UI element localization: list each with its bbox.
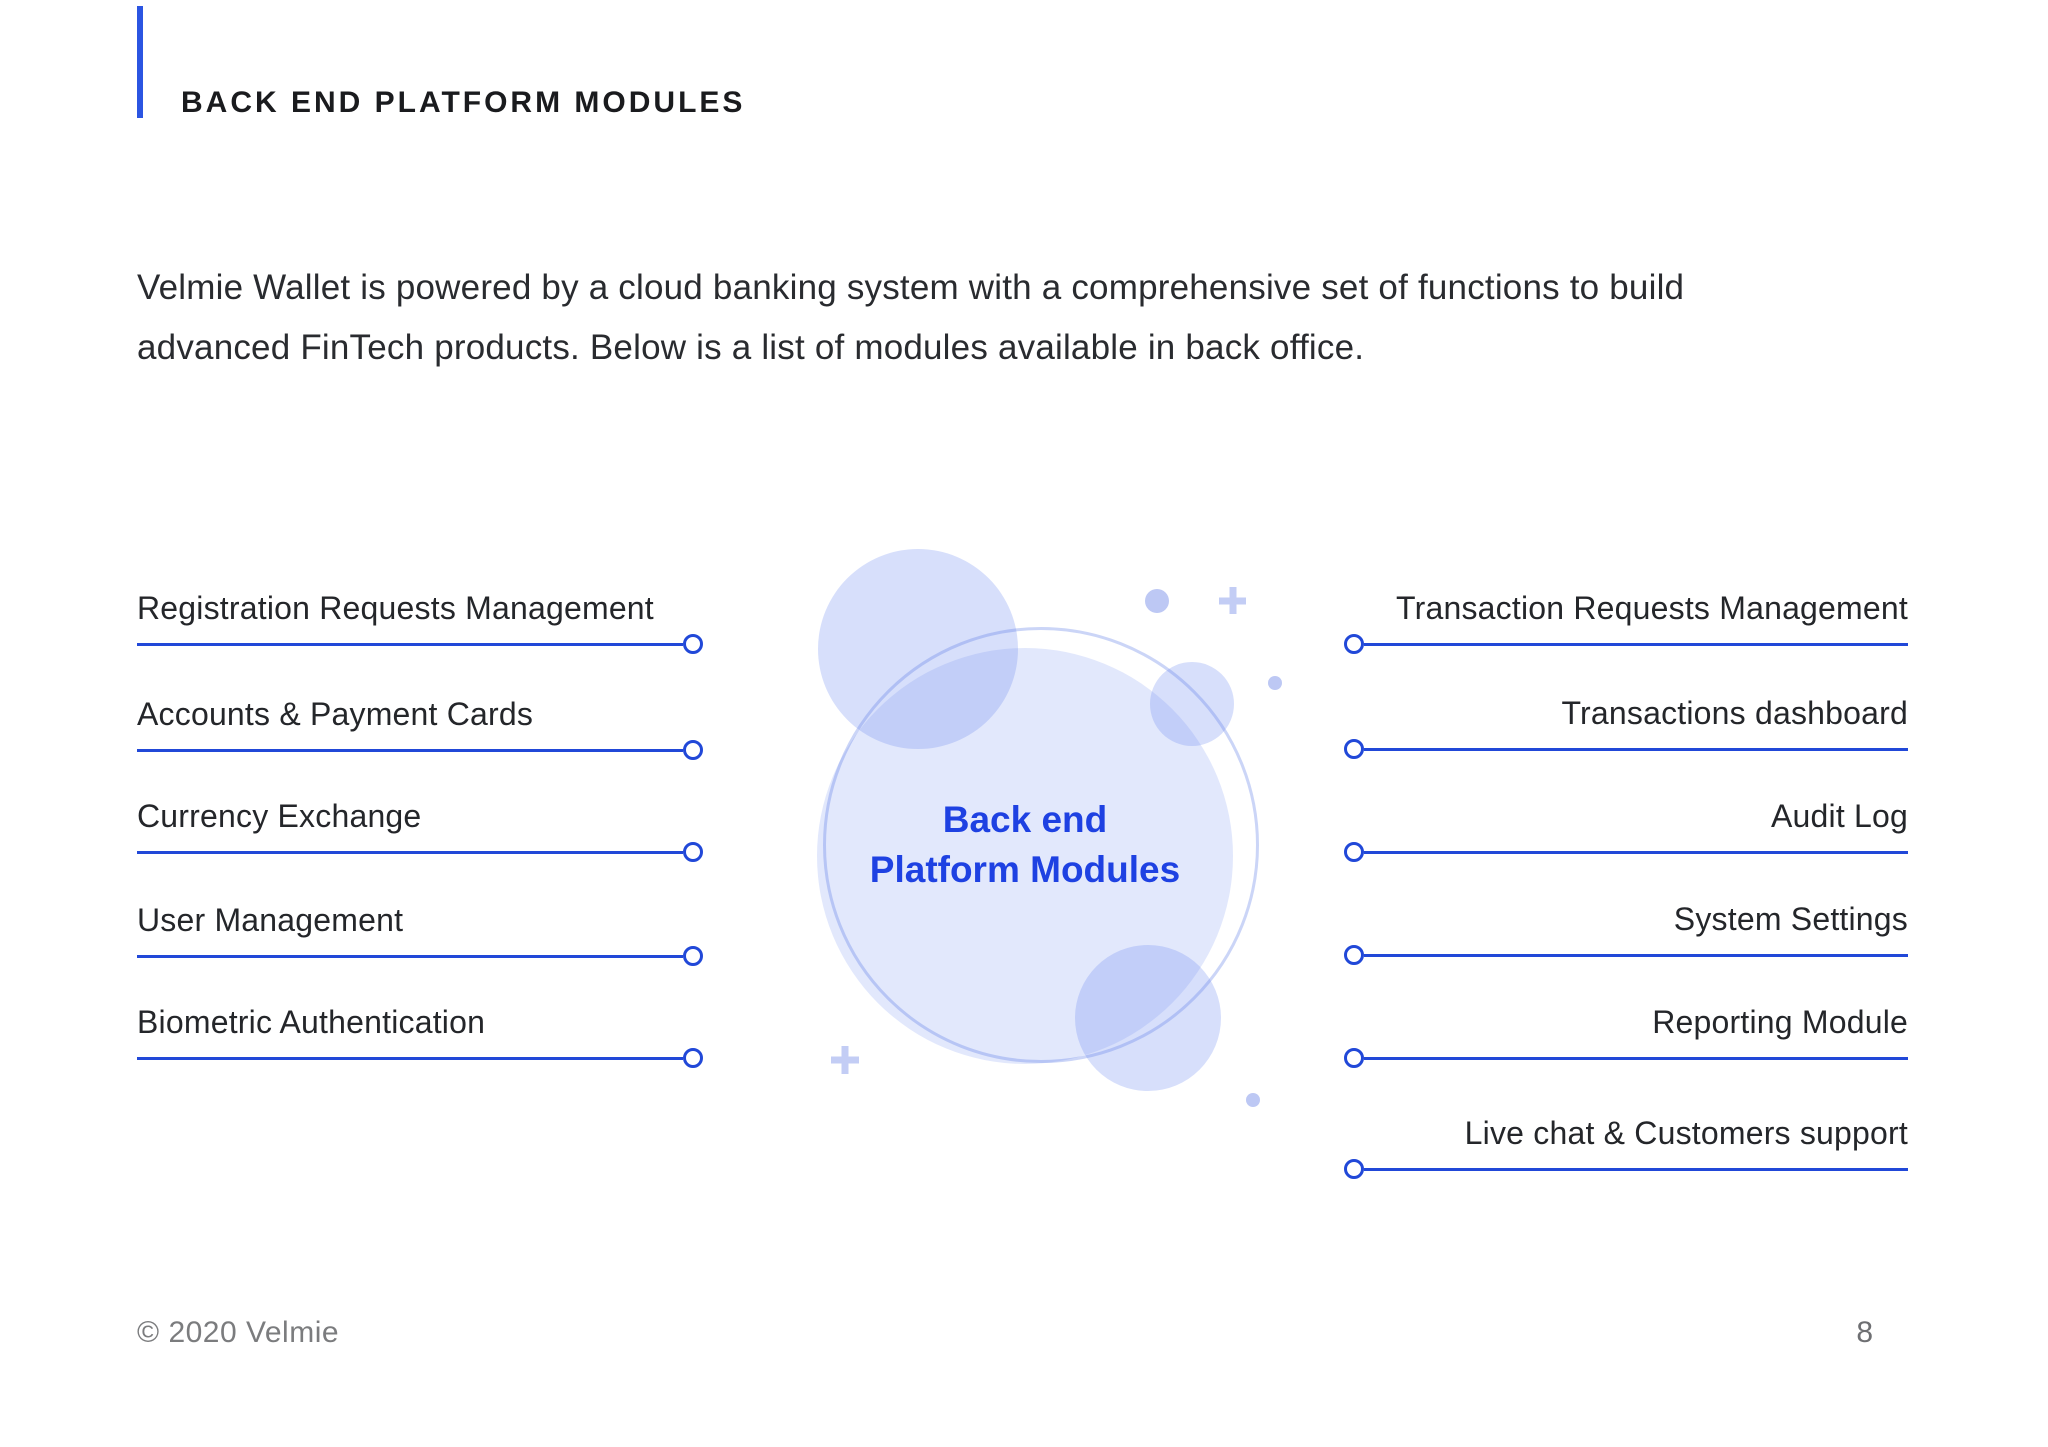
module-item-biometric-authentication: Biometric Authentication [137, 1001, 703, 1068]
connector-dot-icon [1344, 634, 1364, 654]
connector-line [1364, 747, 1908, 751]
module-label: Transaction Requests Management [1396, 590, 1908, 626]
decor-circle-right [1150, 662, 1234, 746]
module-connector [1344, 945, 1908, 965]
module-connector [137, 946, 703, 966]
module-item-registration-requests: Registration Requests Management [137, 587, 703, 654]
decor-circle-bottom-right [1075, 945, 1221, 1091]
module-item-reporting-module: Reporting Module [1344, 1001, 1908, 1068]
module-label: Registration Requests Management [137, 590, 654, 626]
connector-dot-icon [683, 842, 703, 862]
module-connector [1344, 1048, 1908, 1068]
module-connector [137, 740, 703, 760]
module-connector [137, 842, 703, 862]
connector-line [137, 954, 683, 958]
connector-line [1364, 953, 1908, 957]
connector-dot-icon [683, 946, 703, 966]
connector-dot-icon [1344, 739, 1364, 759]
page-number: 8 [1856, 1316, 1873, 1349]
connector-line [1364, 1167, 1908, 1171]
module-connector [1344, 842, 1908, 862]
module-label: Audit Log [1770, 798, 1908, 834]
center-title-line-1: Back end [942, 799, 1108, 840]
module-item-transaction-requests: Transaction Requests Management [1344, 587, 1908, 654]
accent-bar [137, 6, 143, 118]
module-item-currency-exchange: Currency Exchange [137, 795, 703, 862]
module-connector [1344, 739, 1908, 759]
module-label: Reporting Module [1652, 1004, 1908, 1040]
decor-dot-bottom [1246, 1093, 1260, 1107]
center-title-line-2: Platform Modules [869, 849, 1181, 890]
connector-line [1364, 1056, 1908, 1060]
plus-icon [1219, 587, 1246, 614]
intro-paragraph: Velmie Wallet is powered by a cloud bank… [137, 258, 1684, 378]
module-label: Accounts & Payment Cards [137, 696, 534, 732]
module-item-accounts-payment-cards: Accounts & Payment Cards [137, 693, 703, 760]
connector-dot-icon [1344, 1159, 1364, 1179]
decor-dot-top [1145, 589, 1169, 613]
connector-line [1364, 642, 1908, 646]
module-label: Transactions dashboard [1561, 695, 1908, 731]
module-label: User Management [137, 902, 404, 938]
module-connector [1344, 634, 1908, 654]
module-label: Biometric Authentication [137, 1004, 486, 1040]
module-label: System Settings [1673, 901, 1908, 937]
connector-dot-icon [683, 740, 703, 760]
module-item-transactions-dashboard: Transactions dashboard [1344, 692, 1908, 759]
connector-line [137, 748, 683, 752]
connector-dot-icon [1344, 842, 1364, 862]
module-label: Currency Exchange [137, 798, 422, 834]
module-connector [137, 634, 703, 654]
module-connector [137, 1048, 703, 1068]
plus-icon [831, 1046, 859, 1074]
connector-dot-icon [1344, 1048, 1364, 1068]
connector-dot-icon [1344, 945, 1364, 965]
page-title: BACK END PLATFORM MODULES [181, 86, 746, 119]
module-item-system-settings: System Settings [1344, 898, 1908, 965]
module-item-live-chat-support: Live chat & Customers support [1344, 1112, 1908, 1179]
connector-line [137, 850, 683, 854]
intro-line-2: advanced FinTech products. Below is a li… [137, 328, 1365, 367]
intro-line-1: Velmie Wallet is powered by a cloud bank… [137, 268, 1685, 307]
connector-line [1364, 850, 1908, 854]
module-item-audit-log: Audit Log [1344, 795, 1908, 862]
module-item-user-management: User Management [137, 899, 703, 966]
connector-line [137, 642, 683, 646]
decor-dot-right [1268, 676, 1282, 690]
center-bubble-title: Back end Platform Modules [825, 795, 1225, 895]
decor-circle-outline [823, 627, 1259, 1063]
connector-line [137, 1056, 683, 1060]
connector-dot-icon [683, 634, 703, 654]
footer-copyright: © 2020 Velmie [137, 1316, 340, 1349]
module-connector [1344, 1159, 1908, 1179]
connector-dot-icon [683, 1048, 703, 1068]
module-label: Live chat & Customers support [1464, 1115, 1908, 1151]
